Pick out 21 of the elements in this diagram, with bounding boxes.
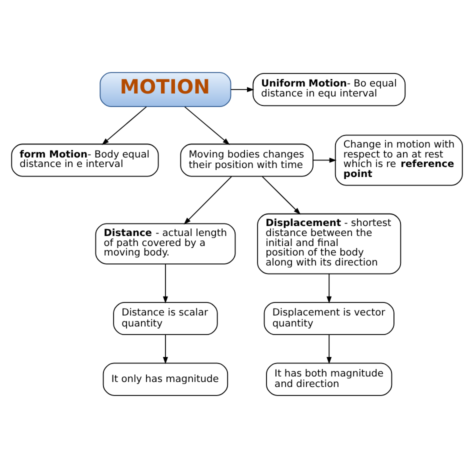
arrow xyxy=(184,176,232,225)
arrow xyxy=(230,87,254,92)
arrow xyxy=(312,158,337,163)
node-box: Distance - actual length of path covered by a moving body. xyxy=(95,223,236,264)
node-box: It only has magnitude xyxy=(102,362,228,396)
node-box: Moving bodies changes their position with time xyxy=(180,144,314,177)
arrow xyxy=(326,334,332,364)
node-box: Distance is scalar quantity xyxy=(113,302,218,336)
arrow xyxy=(262,176,301,215)
node-box: Displacement - shortest distance between the initial and final position of the body along with its direction xyxy=(257,213,402,274)
node-box: Change in motion with respect to an at rest which is re reference point xyxy=(334,134,463,186)
node-box: Uniform Motion- Bo equal distance in equ interval xyxy=(252,73,406,106)
arrow xyxy=(162,264,168,304)
node-box: It has both magnitude and direction xyxy=(266,362,392,396)
node-box: Displacement is vector quantity xyxy=(264,302,394,336)
arrow xyxy=(102,106,147,145)
arrow xyxy=(326,274,332,304)
arrow xyxy=(184,106,230,145)
arrow xyxy=(162,334,168,364)
node-box: MOTION xyxy=(100,72,232,107)
node-box: form Motion- Body equal distance in e interval xyxy=(11,144,159,177)
